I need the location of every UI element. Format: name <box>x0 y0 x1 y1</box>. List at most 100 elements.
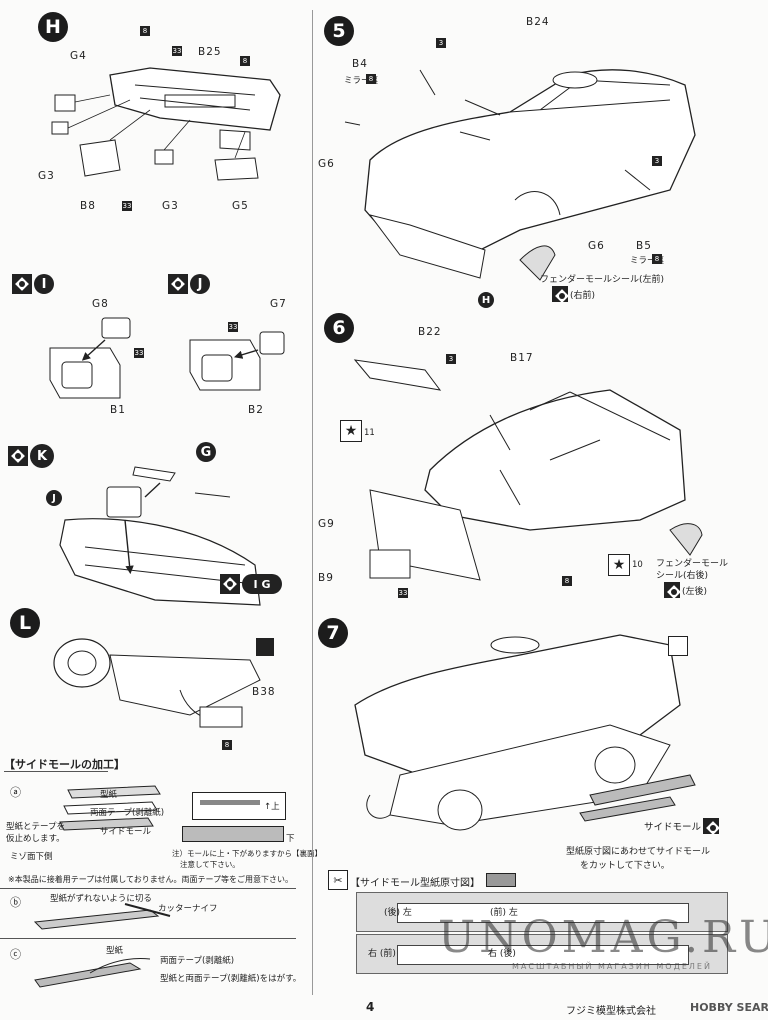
part-3-5b: 3 <box>652 156 662 166</box>
step-c-l1: 型紙 <box>106 946 124 956</box>
step-6-badge: 6 <box>324 313 354 343</box>
part-g4: G4 <box>70 50 87 62</box>
part-b8: B8 <box>80 200 96 212</box>
part-33-a: 33 <box>172 46 182 56</box>
decal-pen-icon <box>256 638 274 656</box>
mirror-front-label: ミラー裏 <box>344 76 379 86</box>
side-mold-row: サイドモール <box>644 818 720 834</box>
step-6-label: 6 <box>332 317 346 339</box>
part-33-j: 33 <box>228 322 238 332</box>
step-h-badge: H <box>38 12 68 42</box>
step-k-diagram <box>59 466 261 606</box>
step-j-diagram <box>189 331 285 391</box>
side-mold-title: 【サイドモールの加工】 <box>4 758 125 771</box>
step-a-label-paper: 型紙 <box>100 790 118 800</box>
step-l-label: L <box>18 612 32 634</box>
step-c-diagram <box>34 958 151 988</box>
part-b4: B4 <box>352 58 368 70</box>
template-right-back: 右 (後) <box>488 949 516 959</box>
decal-pen-icon <box>668 636 688 656</box>
step-b-note: 型紙がずれないように切る <box>50 894 152 904</box>
watermark-main: UNOMAG.RU <box>438 912 768 963</box>
divider <box>0 888 296 889</box>
decal-icon <box>703 818 720 834</box>
part-b1: B1 <box>110 404 126 416</box>
fender-seal-left: (左後) <box>682 586 708 597</box>
step-k-j: J <box>46 490 62 506</box>
step-5-car <box>344 69 696 281</box>
step-i-label: I <box>34 274 54 294</box>
step-c-marker: ⓒ <box>10 948 21 961</box>
side-mold-label: サイドモール <box>644 822 702 833</box>
watermark-sub: МАСШТАБНЫЙ МАГАЗИН МОДЕЛЕЙ <box>512 962 712 971</box>
divider <box>0 938 296 939</box>
step-a-note2: 仮止めします。 <box>6 834 65 844</box>
step-a-diagram <box>59 785 161 831</box>
part-b24: B24 <box>526 16 550 28</box>
step-a-marker: ⓐ <box>10 786 21 799</box>
step-6-car <box>353 359 703 581</box>
part-g6-a: G6 <box>318 158 335 170</box>
part-b2: B2 <box>248 404 264 416</box>
step-k-ref-label: I G <box>242 574 282 594</box>
fender-seal-front: フェンダーモールシール(左前) <box>540 275 665 285</box>
divider <box>4 771 108 772</box>
part-8-a: 8 <box>140 26 150 36</box>
page-number: 4 <box>366 1000 376 1014</box>
mold-profile-top <box>192 792 286 820</box>
step-7-label: 7 <box>326 622 340 644</box>
step-7-car <box>354 634 696 831</box>
mold-profile-groove <box>200 800 260 805</box>
paint-icon <box>12 274 32 294</box>
paint-icon <box>168 274 188 294</box>
column-divider <box>312 10 313 995</box>
template-swatch <box>486 873 516 887</box>
part-8-b: 8 <box>240 56 250 66</box>
step-b-diagram <box>33 903 171 930</box>
step-i-badge: I <box>12 274 54 294</box>
step-h-diagram <box>51 67 281 181</box>
step-l-diagram <box>53 638 261 728</box>
step-k-label: K <box>30 444 54 468</box>
part-g8: G8 <box>92 298 109 310</box>
step-j-label: J <box>190 274 210 294</box>
footer-site: HOBBY SEARCH <box>690 1001 768 1014</box>
part-g9: G9 <box>318 518 335 530</box>
fender-seal-back1: フェンダーモール <box>656 559 729 569</box>
step-k-g: G <box>196 442 216 462</box>
step-c-l2: 両面テープ(剥離紙) <box>160 956 235 966</box>
decal-icon <box>552 286 568 302</box>
step-7-note2: をカットして下さい。 <box>580 861 670 871</box>
part-3-6: 3 <box>446 354 456 364</box>
step-a-label-mold: サイドモール <box>100 827 152 837</box>
part-g3-b: G3 <box>162 200 179 212</box>
step-a-caution1: 注）モールに上・下がありますから【裏面】 <box>172 849 322 858</box>
scissors-icon: ✂ <box>328 870 348 890</box>
star-decal-11: ★ <box>340 420 362 442</box>
step-b-tool: カッターナイフ <box>158 904 218 914</box>
step-k-badge: K <box>8 444 54 468</box>
template-left-front: (前) 左 <box>490 908 518 918</box>
mirror-back-label: ミラー裏 <box>630 256 665 266</box>
template-strip-right <box>356 934 728 974</box>
step-a-caution3: ※本製品に接着用テープは付属しておりません。両面テープ等をご用意下さい。 <box>8 875 294 884</box>
step-7-badge: 7 <box>318 618 348 648</box>
fender-seal-left-row: (左後) <box>664 582 707 598</box>
part-g5: G5 <box>232 200 249 212</box>
part-8-l: 8 <box>222 740 232 750</box>
template-left-back: (後) 左 <box>384 908 412 918</box>
part-33-i: 33 <box>134 348 144 358</box>
step-b-marker: ⓑ <box>10 896 21 909</box>
fender-seal-right: (右前) <box>570 290 596 301</box>
part-b22: B22 <box>418 326 442 338</box>
template-right-front: 右 (前) <box>368 949 396 959</box>
paint-icon <box>8 446 28 466</box>
step-5-h-ref: H <box>478 292 494 308</box>
part-g6-b: G6 <box>588 240 605 252</box>
part-b38: B38 <box>252 686 276 698</box>
step-a-caution2: 注意して下さい。 <box>180 860 240 869</box>
step-a-top: ↑上 <box>264 802 280 812</box>
step-a-label-tape: 両面テープ(剥離紙) <box>90 808 165 818</box>
step-5-label: 5 <box>332 20 346 42</box>
step-i-diagram <box>49 317 131 399</box>
